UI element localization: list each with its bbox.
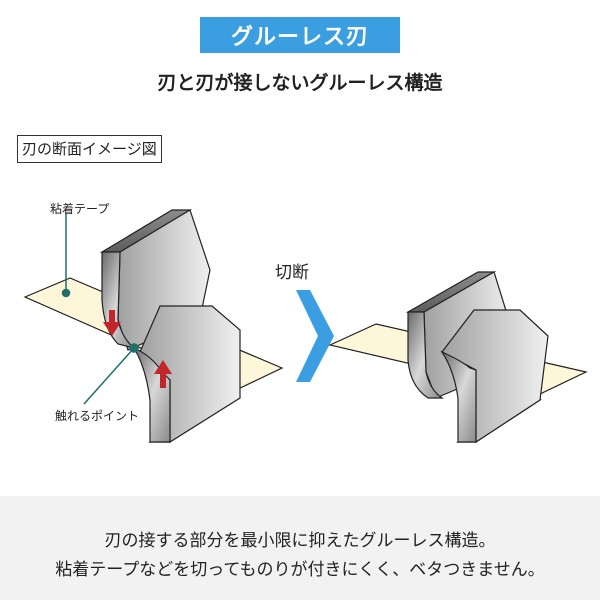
title-badge: グルーレス刃 — [200, 17, 400, 53]
blade-cross-section-diagram — [23, 209, 588, 444]
footer-caption-line-2: 粘着テープなどを切ってものりが付きにくく、ベタつきません。 — [55, 560, 545, 580]
up-arrow-icon — [154, 360, 172, 388]
contact-point-label: 触れるポイント — [55, 409, 140, 423]
contact-point-leader-line — [83, 343, 139, 405]
footer-caption-line-1: 刃の接する部分を最小限に抑えたグルーレス構造。 — [104, 531, 496, 551]
section-label: 刃の断面イメージ図 — [17, 135, 162, 163]
lower-blade-right — [440, 309, 549, 444]
tape-leader-line — [61, 214, 71, 298]
tape-label: 粘着テープ — [50, 202, 110, 216]
footer-panel — [0, 496, 600, 600]
subtitle: 刃と刃が接しないグルーレス構造 — [157, 72, 443, 94]
down-arrow-icon — [103, 310, 121, 336]
next-chevron-icon — [296, 290, 334, 382]
cut-label: 切断 — [275, 263, 309, 283]
